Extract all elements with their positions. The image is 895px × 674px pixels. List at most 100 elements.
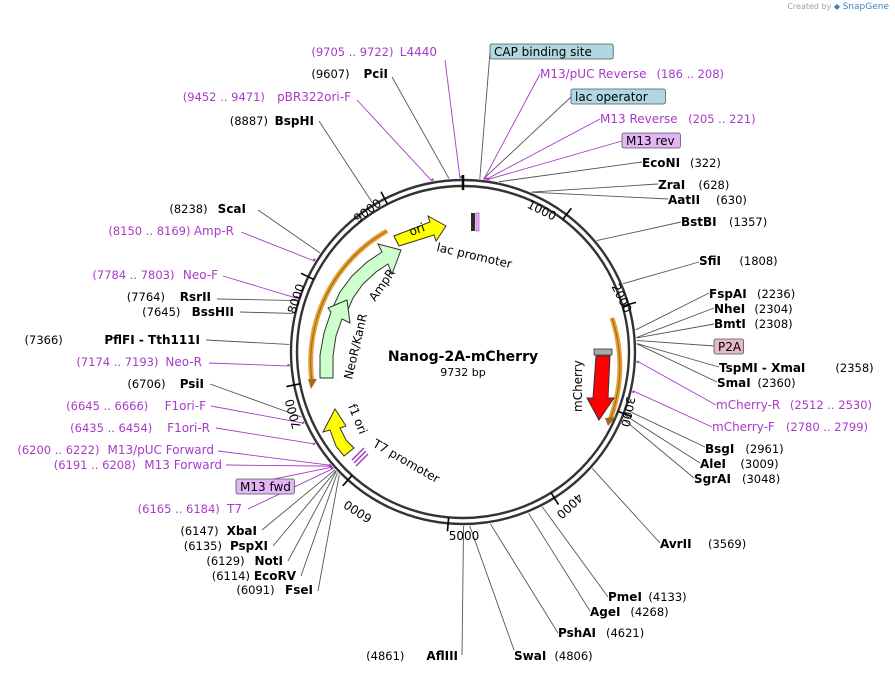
label-pos-mcherryf: (2780 .. 2799) [786, 420, 868, 434]
label-pos-bmti: (2308) [754, 317, 792, 331]
label-bsgi: BsgI(2961) [705, 442, 784, 456]
label-name-f1orir: F1ori-R [167, 421, 210, 435]
label-pos-swai: (4806) [554, 649, 592, 663]
label-name-text-pmei: PmeI [608, 590, 642, 604]
label-pos-t7: (6165 .. 6184) [138, 502, 220, 516]
label-name-fspai: FspAI [709, 287, 747, 301]
leader-bsgi [626, 409, 706, 448]
label-name-pflfi: PflFI - Tth111I [104, 333, 200, 347]
label-name-text-bmti: BmtI [714, 317, 746, 331]
label-name-text-fsei: FseI [285, 583, 313, 597]
label-psii: PsiI(6706) [127, 377, 204, 391]
leader-psii [209, 383, 302, 418]
ori-label: ori [407, 220, 426, 238]
label-name-sgrai: SgrAI [694, 472, 731, 486]
leader-smai [636, 343, 718, 383]
mcherry-orf-arrow-core [609, 317, 621, 421]
label-bsshii: BssHII (7645) [142, 305, 234, 319]
label-name-zrai: ZraI [658, 178, 685, 192]
label-name-text-f1orif: F1ori-F [165, 399, 206, 413]
leader-afliii [461, 525, 465, 656]
label-dash-pflfi: - [135, 333, 148, 347]
label-neor: Neo-R (7174 .. 7193) [76, 355, 202, 369]
label-alei: AleI(3009) [700, 457, 779, 471]
label-name-text-t7: T7 [226, 502, 242, 516]
label-pbr322: pBR322ori-F(9452 .. 9471) [183, 90, 351, 104]
leader-tspmi [636, 343, 720, 368]
label-name-neof: Neo-F [183, 268, 218, 282]
label-pos-neof: (7784 .. 7803) [92, 268, 174, 282]
leader-swai [469, 525, 515, 651]
label-name-m13fwd: M13 fwd [240, 480, 291, 494]
leader-zrai [531, 183, 659, 193]
label-name-text-bsphi: BspHI [275, 114, 314, 128]
tick-1000 [562, 207, 572, 220]
label-pos-bsgi: (2961) [745, 442, 783, 456]
label-name2-pflfi: Tth111I [148, 333, 200, 347]
label-pos-nhei: (2304) [754, 302, 792, 316]
leader-bmti [636, 323, 715, 339]
label-pspxi: PspXI(6135) [184, 539, 268, 553]
plasmid-size: 9732 bp [440, 366, 485, 379]
mcherry-orf-arrowhead [605, 417, 616, 426]
label-box-lacop [570, 88, 666, 105]
primer-mark-f1orif [301, 421, 305, 425]
label-box-m13rev [621, 132, 681, 149]
leader-xbai [261, 469, 336, 531]
label-dash-tspmi: - [758, 361, 771, 375]
label-pos-ecorv: (6114) [212, 569, 250, 583]
label-name-m13r: M13 Reverse [600, 112, 678, 126]
label-name-pbr322: pBR322ori-F [277, 90, 351, 104]
label-smai: SmaI(2360) [717, 376, 796, 390]
label-name-text-aatii: AatII [668, 193, 700, 207]
label-name-text-xbai: XbaI [227, 524, 257, 538]
label-pmei: PmeI(4133) [608, 590, 687, 604]
label-pos-sfii: (1808) [739, 254, 777, 268]
t7-primer-mark-2 [353, 450, 367, 464]
label-pos-pcii: (9607) [311, 67, 349, 81]
lac-promoter-label: lac promoter [435, 240, 513, 271]
label-name-mcherryr: mCherry-R [716, 398, 780, 412]
label-pos-l4440: (9705 .. 9722) [311, 45, 393, 59]
label-pos-noti: (6129) [206, 554, 244, 568]
tick-label-2000: 2000 [609, 281, 635, 315]
label-name-pmei: PmeI [608, 590, 642, 604]
label-name-text-agei: AgeI [590, 605, 620, 619]
label-sfii: SfiI(1808) [699, 254, 778, 268]
label-pos-fspai: (2236) [757, 287, 795, 301]
snapgene-credit: Created by ◆ SnapGene [787, 2, 889, 12]
label-ampr: Amp-R(8150 .. 8169) [108, 224, 234, 238]
label-name-econi: EcoNI [642, 156, 680, 170]
label-name-pspxi: PspXI [230, 539, 268, 553]
leader-neor [208, 362, 290, 367]
label-name-neor: Neo-R [165, 355, 202, 369]
leader-bsphi [318, 120, 374, 204]
leader-alei [624, 414, 701, 464]
site-labels: L4440(9705 .. 9722) PciI (9607) pBR322ori-F… [17, 43, 874, 663]
label-pos-sgrai: (3048) [742, 472, 780, 486]
label-m13r: M13 Reverse(205 .. 221) [600, 112, 756, 126]
label-pos-agei: (4268) [630, 605, 668, 619]
label-name-avrii: AvrII [660, 537, 692, 551]
label-name-pcii: PciI [364, 67, 389, 81]
label-pos-xbai: (6147) [180, 524, 218, 538]
label-rsrii: RsrII(7764) [127, 290, 211, 304]
label-name-noti: NotI [255, 554, 284, 568]
label-pos-rsrii: (7764) [127, 290, 165, 304]
label-name-text-m13pucr: M13/pUC Reverse [540, 67, 647, 81]
label-pos-f1orir: (6435 .. 6454) [70, 421, 152, 435]
leader-bstbi [596, 221, 682, 242]
label-l4440: L4440(9705 .. 9722) [311, 45, 437, 59]
label-econi: EcoNI(322) [642, 156, 721, 170]
tick-label-3000: 3000 [618, 395, 638, 428]
label-m13rev: M13 rev [621, 132, 681, 149]
label-pos-bsshii: (7645) [142, 305, 180, 319]
label-name-text-m13r: M13 Reverse [600, 112, 678, 126]
tick-3000 [617, 410, 632, 418]
label-name-bstbi: BstBI [681, 215, 717, 229]
label-name-bsshii: BssHII [192, 305, 234, 319]
label-pos-ampr: (8150 .. 8169) [108, 224, 190, 238]
label-pos-neor: (7174 .. 7193) [76, 355, 158, 369]
primer-mark-t7 [330, 466, 334, 470]
